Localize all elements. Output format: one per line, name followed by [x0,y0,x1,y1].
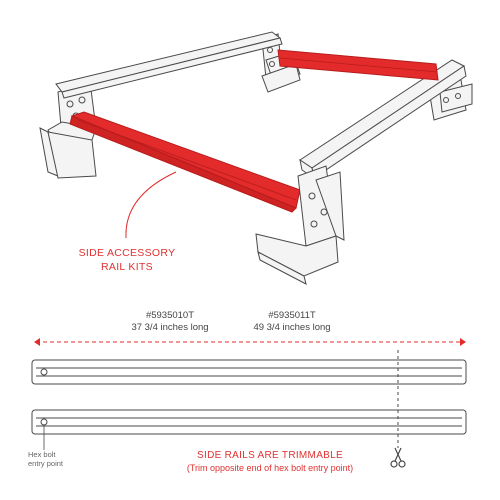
part-length-1: 37 3/4 inches long [131,322,209,333]
part-length-2: 49 3/4 inches long [253,322,331,333]
side-rail-front [69,111,301,213]
arrow-left-icon [34,338,40,346]
hex-line1: Hex bolt [28,450,56,459]
callout-leader [125,171,177,239]
crossbar-left [55,31,283,99]
hex-bolt-label: Hex bolt entry point [28,450,88,468]
callout-line1: SIDE ACCESSORY [78,247,176,259]
rail-profile-upper [31,359,467,385]
trim-title: SIDE RAILS ARE TRIMMABLE [197,450,343,461]
crossbar-right [299,59,467,180]
trim-sub: (Trim opposite end of hex bolt entry poi… [186,463,354,473]
callout-line2: RAIL KITS [101,261,153,273]
trim-note: SIDE RAILS ARE TRIMMABLE (Trim opposite … [150,450,390,474]
part-number-2: #5935011T [268,310,316,321]
part-label-2: #5935011T 49 3/4 inches long [232,310,352,334]
part-number-1: #5935010T [145,310,195,321]
scissors-icon [390,447,406,468]
arrow-right-icon [460,338,466,346]
part-label-1: #5935010T 37 3/4 inches long [110,310,230,334]
upright-front-right [255,165,345,285]
side-rail-back [277,49,439,81]
hex-line2: entry point [28,459,64,468]
callout-label: SIDE ACCESSORY RAIL KITS [62,246,192,274]
rail-profile-lower [31,409,467,435]
